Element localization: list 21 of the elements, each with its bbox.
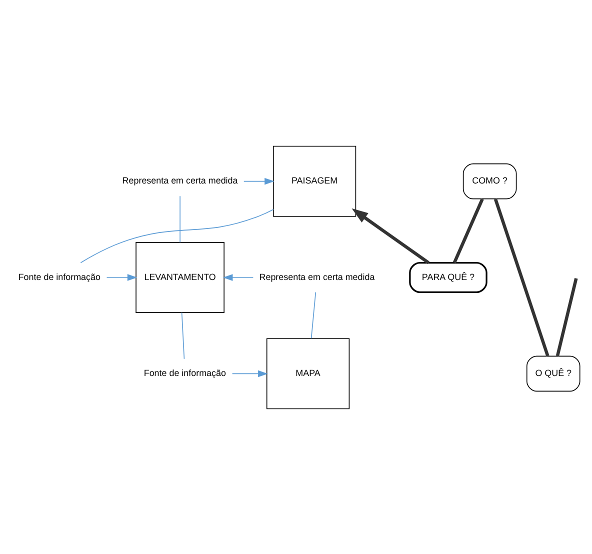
node-text: Fonte de informação [18, 271, 100, 282]
arrow [243, 177, 274, 184]
node-box: COMO ? [462, 162, 517, 199]
node-box: PAISAGEM [272, 145, 356, 216]
node-box: LEVANTAMENTO [136, 242, 224, 312]
connector [80, 208, 274, 263]
arrow [106, 274, 138, 280]
connector [181, 312, 185, 359]
node-box: MAPA [266, 338, 350, 409]
arrow [222, 274, 254, 280]
connector [310, 291, 316, 338]
node-text: Representa em certa medida [122, 175, 238, 186]
connector [556, 278, 578, 356]
connector [452, 198, 484, 263]
connector [494, 198, 550, 356]
arrow [352, 208, 430, 264]
node-box: PARA QUÊ ? [409, 262, 488, 292]
node-text: Fonte de informação [144, 367, 226, 378]
arrow [232, 370, 268, 377]
node-box: O QUÊ ? [526, 355, 580, 392]
node-text: Representa em certa medida [259, 271, 375, 282]
